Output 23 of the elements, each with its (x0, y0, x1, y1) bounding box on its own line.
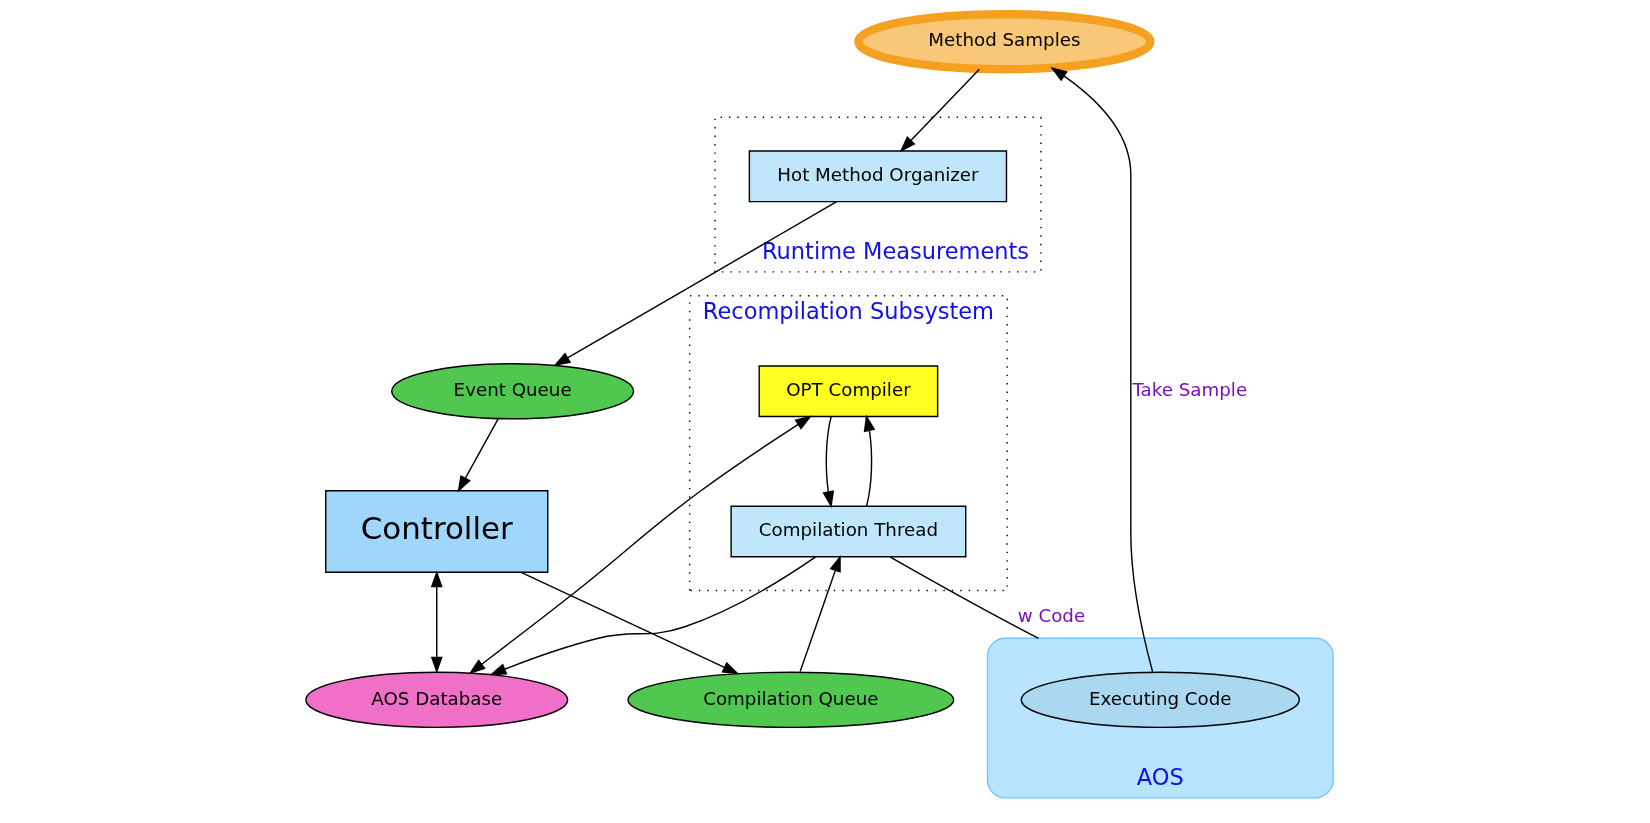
node-box: Hot Method Organizer (748, 150, 1008, 203)
node-ellipse: AOS Database (305, 671, 569, 729)
node-ellipse: Compilation Queue (627, 671, 955, 729)
arrow (822, 415, 835, 509)
arrow (430, 570, 443, 674)
arrow (489, 556, 817, 676)
arrow (457, 418, 499, 493)
node-ellipse: Executing Code (1020, 671, 1301, 729)
edge-label: w Code (1017, 604, 1086, 626)
node-box: Controller (325, 490, 549, 573)
arrow (863, 414, 876, 507)
arrow (799, 554, 841, 673)
node-box: OPT Compiler (758, 365, 939, 418)
node-ellipse: Method Samples (854, 9, 1155, 74)
node-box: Compilation Thread (730, 505, 967, 558)
arrow (553, 200, 838, 367)
connector (889, 556, 1040, 639)
node-ellipse: Event Queue (391, 363, 635, 420)
arrow (468, 415, 812, 675)
arrow (1050, 67, 1154, 673)
arrow (520, 571, 740, 675)
arrow (899, 68, 981, 153)
edge-label: Take Sample (1132, 379, 1248, 401)
